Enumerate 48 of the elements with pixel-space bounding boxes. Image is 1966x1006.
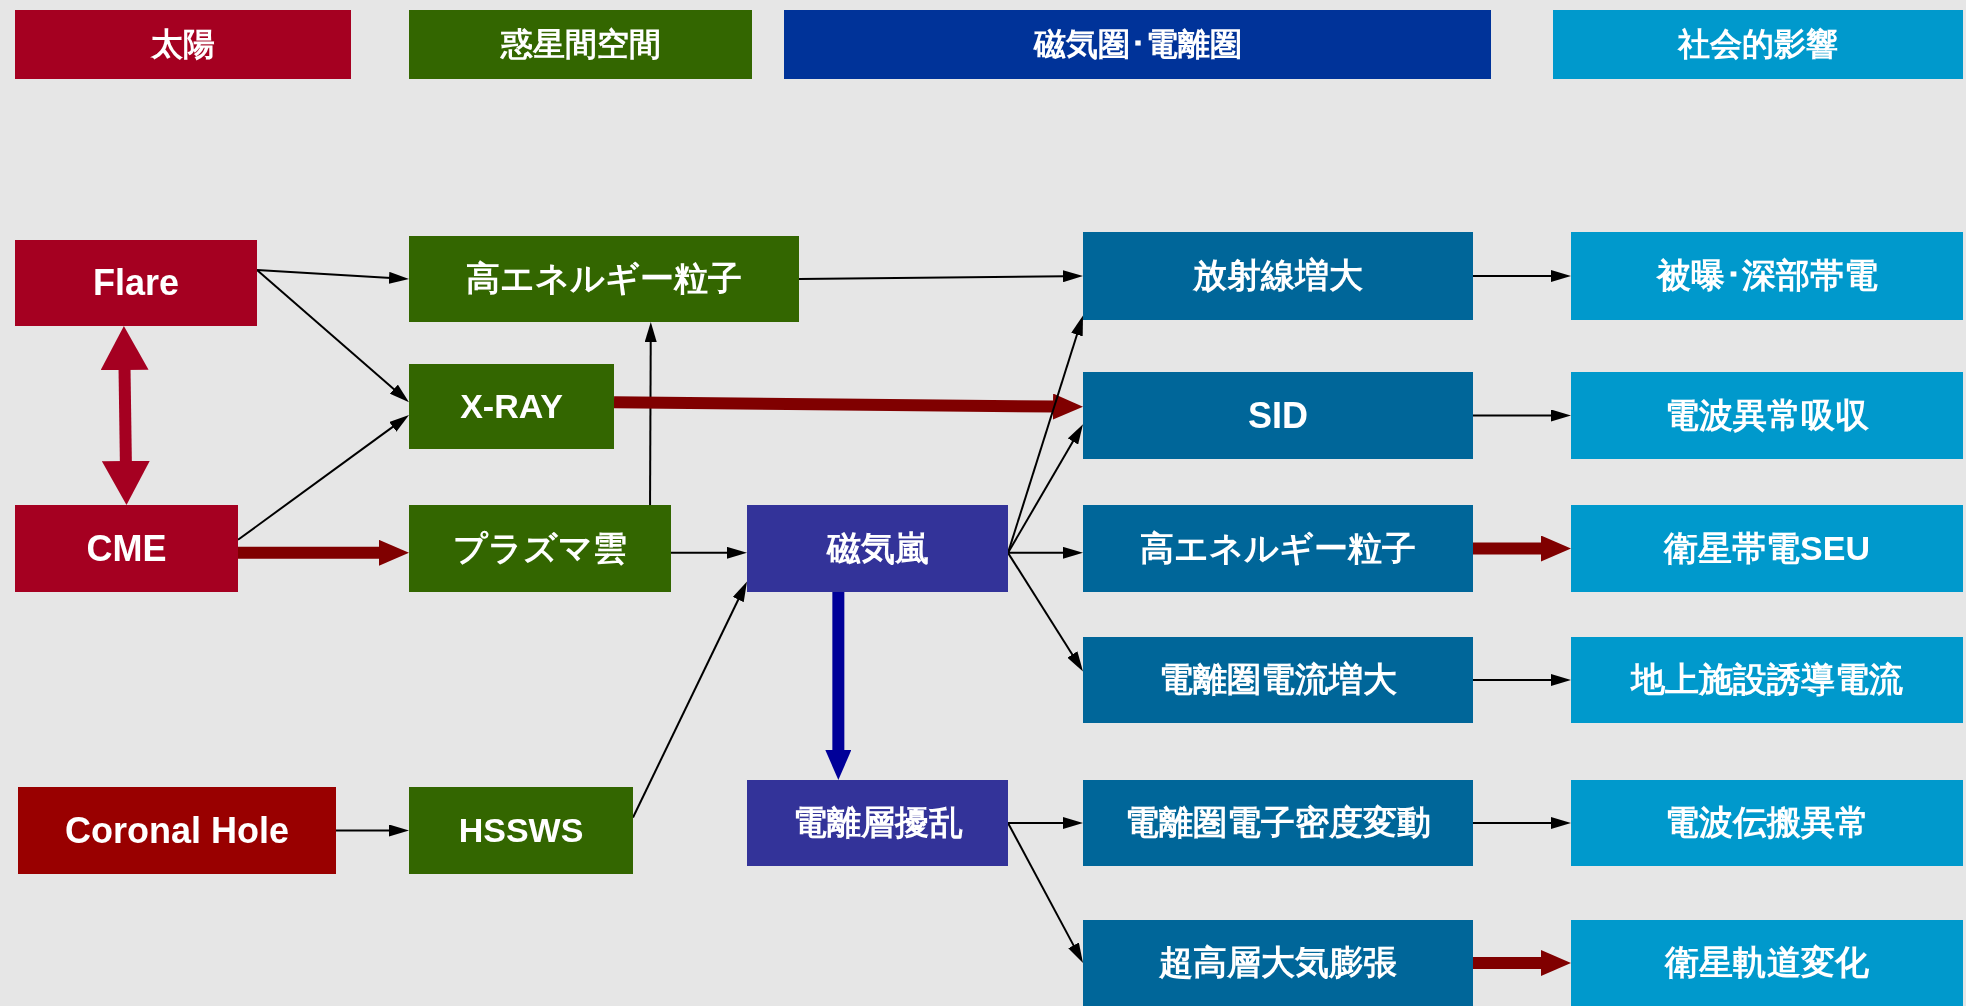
process-box: 超高層大気膨張 — [1083, 920, 1473, 1006]
process-box: 電波異常吸収 — [1571, 372, 1963, 459]
arrow — [1473, 950, 1571, 976]
arrow — [1007, 551, 1083, 672]
process-box: 電離圏電子密度変動 — [1083, 780, 1473, 866]
column-header: 太陽 — [15, 10, 351, 79]
arrow — [335, 824, 409, 837]
arrow — [1007, 546, 1083, 559]
arrow — [632, 581, 747, 819]
process-box: 被曝･深部帯電 — [1571, 232, 1963, 320]
process-box: 地上施設誘導電流 — [1571, 637, 1963, 723]
process-box: HSSWS — [409, 787, 633, 874]
process-box: 電離圏電流増大 — [1083, 637, 1473, 723]
arrow — [1472, 674, 1571, 686]
arrow — [670, 546, 747, 559]
arrow — [1472, 270, 1571, 282]
arrow — [100, 326, 150, 505]
arrow — [237, 415, 409, 541]
process-box: X-RAY — [409, 364, 614, 449]
process-box: 放射線増大 — [1083, 232, 1473, 320]
process-box: 高エネルギー粒子 — [409, 236, 799, 322]
arrow — [238, 539, 409, 566]
process-box: Coronal Hole — [18, 787, 336, 874]
column-header: 社会的影響 — [1553, 10, 1963, 79]
process-box: CME — [15, 505, 238, 592]
process-box: 磁気嵐 — [747, 505, 1008, 592]
column-header: 磁気圏･電離圏 — [784, 10, 1491, 79]
process-box: プラズマ雲 — [409, 505, 671, 592]
arrow — [1007, 822, 1083, 963]
process-box: 高エネルギー粒子 — [1083, 505, 1473, 592]
arrow — [256, 269, 409, 403]
arrow — [825, 592, 852, 780]
arrow — [1007, 817, 1083, 829]
arrow — [1472, 817, 1571, 829]
column-header: 惑星間空間 — [409, 10, 752, 79]
process-box: 衛星軌道変化 — [1571, 920, 1963, 1006]
arrow — [613, 393, 1083, 420]
process-box: 衛星帯電SEU — [1571, 505, 1963, 592]
arrow — [644, 322, 657, 506]
arrow — [798, 270, 1083, 283]
arrow — [1007, 424, 1083, 554]
process-box: 電波伝搬異常 — [1571, 780, 1963, 866]
arrow — [1472, 409, 1571, 422]
process-box: SID — [1083, 372, 1473, 459]
arrow — [256, 269, 409, 284]
arrow — [1473, 535, 1571, 562]
process-box: Flare — [15, 240, 257, 326]
process-box: 電離層擾乱 — [747, 780, 1008, 866]
